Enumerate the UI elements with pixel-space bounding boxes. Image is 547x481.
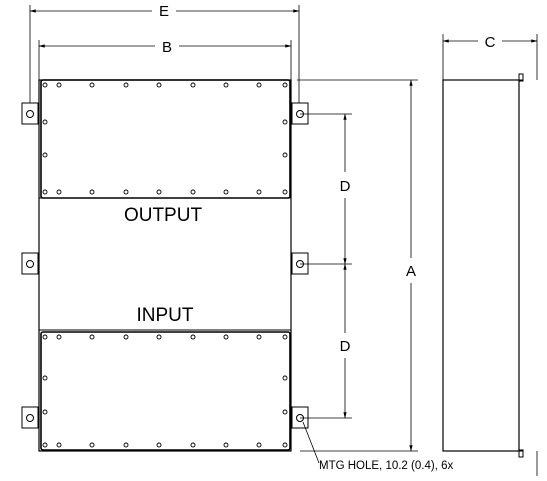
screw-head: [42, 152, 48, 158]
screw-head: [282, 334, 288, 340]
enclosure-outline: [38, 79, 292, 452]
screw-head: [156, 189, 162, 195]
screw-head: [42, 409, 48, 415]
front-view: [21, 79, 309, 452]
dimension-e-label: E: [159, 3, 169, 20]
side-flange-bottom: [518, 449, 524, 458]
screw-head: [42, 82, 48, 88]
screw-head: [42, 119, 48, 125]
screw-head: [89, 189, 95, 195]
screw-head: [190, 189, 196, 195]
screw-head: [190, 334, 196, 340]
screw-head: [256, 189, 262, 195]
screw-head: [256, 82, 262, 88]
dimension-b: [38, 40, 292, 80]
dimension-d-lower-label: D: [340, 338, 351, 355]
cover-screws: [42, 82, 288, 448]
screw-head: [89, 82, 95, 88]
screw-head: [42, 375, 48, 381]
screw-head: [123, 442, 129, 448]
mtg-hole-leader: [302, 421, 320, 464]
screw-head: [42, 334, 48, 340]
input-label: INPUT: [137, 305, 194, 326]
screw-head: [123, 82, 129, 88]
dimension-a: [297, 79, 418, 452]
side-view-body: [442, 79, 520, 452]
mounting-holes: [26, 110, 304, 422]
screw-head: [56, 442, 62, 448]
screw-head: [282, 189, 288, 195]
screw-head: [156, 82, 162, 88]
screw-head: [282, 152, 288, 158]
screw-head: [123, 189, 129, 195]
screw-head: [156, 334, 162, 340]
dimension-d-upper-label: D: [340, 178, 351, 195]
screw-head: [190, 82, 196, 88]
side-flange-top: [518, 73, 524, 82]
dimension-b-label: B: [162, 39, 172, 56]
screw-head: [223, 82, 229, 88]
screw-head: [89, 442, 95, 448]
mtg-hole-note: MTG HOLE, 10.2 (0.4), 6x: [319, 460, 453, 472]
screw-head: [223, 442, 229, 448]
screw-head: [42, 189, 48, 195]
dimension-d: [300, 113, 352, 419]
dimension-c: [442, 34, 538, 476]
screw-head: [89, 334, 95, 340]
screw-head: [123, 334, 129, 340]
screw-head: [223, 334, 229, 340]
screw-head: [190, 442, 196, 448]
dimension-c-label: C: [485, 34, 496, 51]
output-label: OUTPUT: [124, 205, 203, 226]
mounting-tabs-left: [21, 102, 39, 429]
screw-head: [256, 442, 262, 448]
screw-head: [282, 119, 288, 125]
screw-head: [282, 82, 288, 88]
screw-head: [282, 409, 288, 415]
side-view: [442, 73, 524, 458]
dimension-e: [29, 5, 300, 103]
dimension-a-label: A: [406, 263, 416, 280]
mounting-tabs-right: [291, 102, 309, 429]
screw-head: [282, 375, 288, 381]
input-cover-plate: [40, 331, 291, 451]
screw-head: [56, 82, 62, 88]
screw-head: [42, 442, 48, 448]
screw-head: [282, 442, 288, 448]
screw-head: [56, 189, 62, 195]
screw-head: [223, 189, 229, 195]
screw-head: [56, 334, 62, 340]
screw-head: [256, 334, 262, 340]
output-cover-plate: [40, 79, 291, 199]
screw-head: [156, 442, 162, 448]
